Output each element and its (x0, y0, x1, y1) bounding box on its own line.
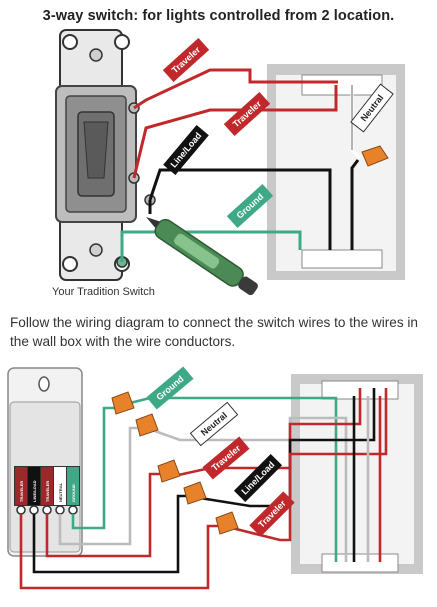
bottom-wires (19, 388, 388, 590)
bottom-wire-nuts (111, 391, 239, 535)
top-label-traveler-1: Traveler (162, 37, 210, 83)
terminal-label: LINE/LOAD (32, 480, 37, 502)
top-label-ground: Ground (226, 183, 274, 229)
bottom-label-traveler-1: Traveler (202, 436, 250, 480)
bottom-wall-box (291, 374, 423, 574)
bottom-label-line-load: Line/Load (233, 453, 283, 503)
terminal-label: TRAVELER (45, 481, 50, 502)
smart-switch: TRAVELER LINE/LOAD TRAVELER NEUTRAL GROU… (7, 367, 83, 557)
voltage-tester (146, 217, 258, 296)
top-label-line-load: Line/Load (163, 124, 209, 176)
bottom-label-ground: Ground (146, 366, 194, 410)
traditional-switch (55, 29, 156, 281)
bottom-diagram: TRAVELER LINE/LOAD TRAVELER NEUTRAL GROU… (7, 366, 423, 590)
terminal-label: TRAVELER (19, 481, 24, 502)
top-wire-nut (361, 145, 389, 167)
instruction-text: Follow the wiring diagram to connect the… (10, 315, 418, 349)
tag-text: Line/Load (239, 459, 276, 496)
top-diagram: Traveler Traveler Line/Load Ground Neutr… (55, 29, 405, 296)
bottom-label-neutral: Neutral (189, 401, 239, 447)
terminal-label: GROUND (71, 484, 76, 502)
top-label-traveler-2: Traveler (223, 91, 271, 137)
top-wires (120, 68, 362, 262)
bottom-label-traveler-2: Traveler (249, 491, 295, 537)
top-wall-box (267, 64, 405, 280)
tag-text: Line/Load (169, 131, 204, 170)
switch-caption: Your Tradition Switch (52, 286, 155, 298)
page-title: 3-way switch: for lights controlled from… (42, 8, 395, 24)
terminal-label: NEUTRAL (58, 482, 63, 502)
